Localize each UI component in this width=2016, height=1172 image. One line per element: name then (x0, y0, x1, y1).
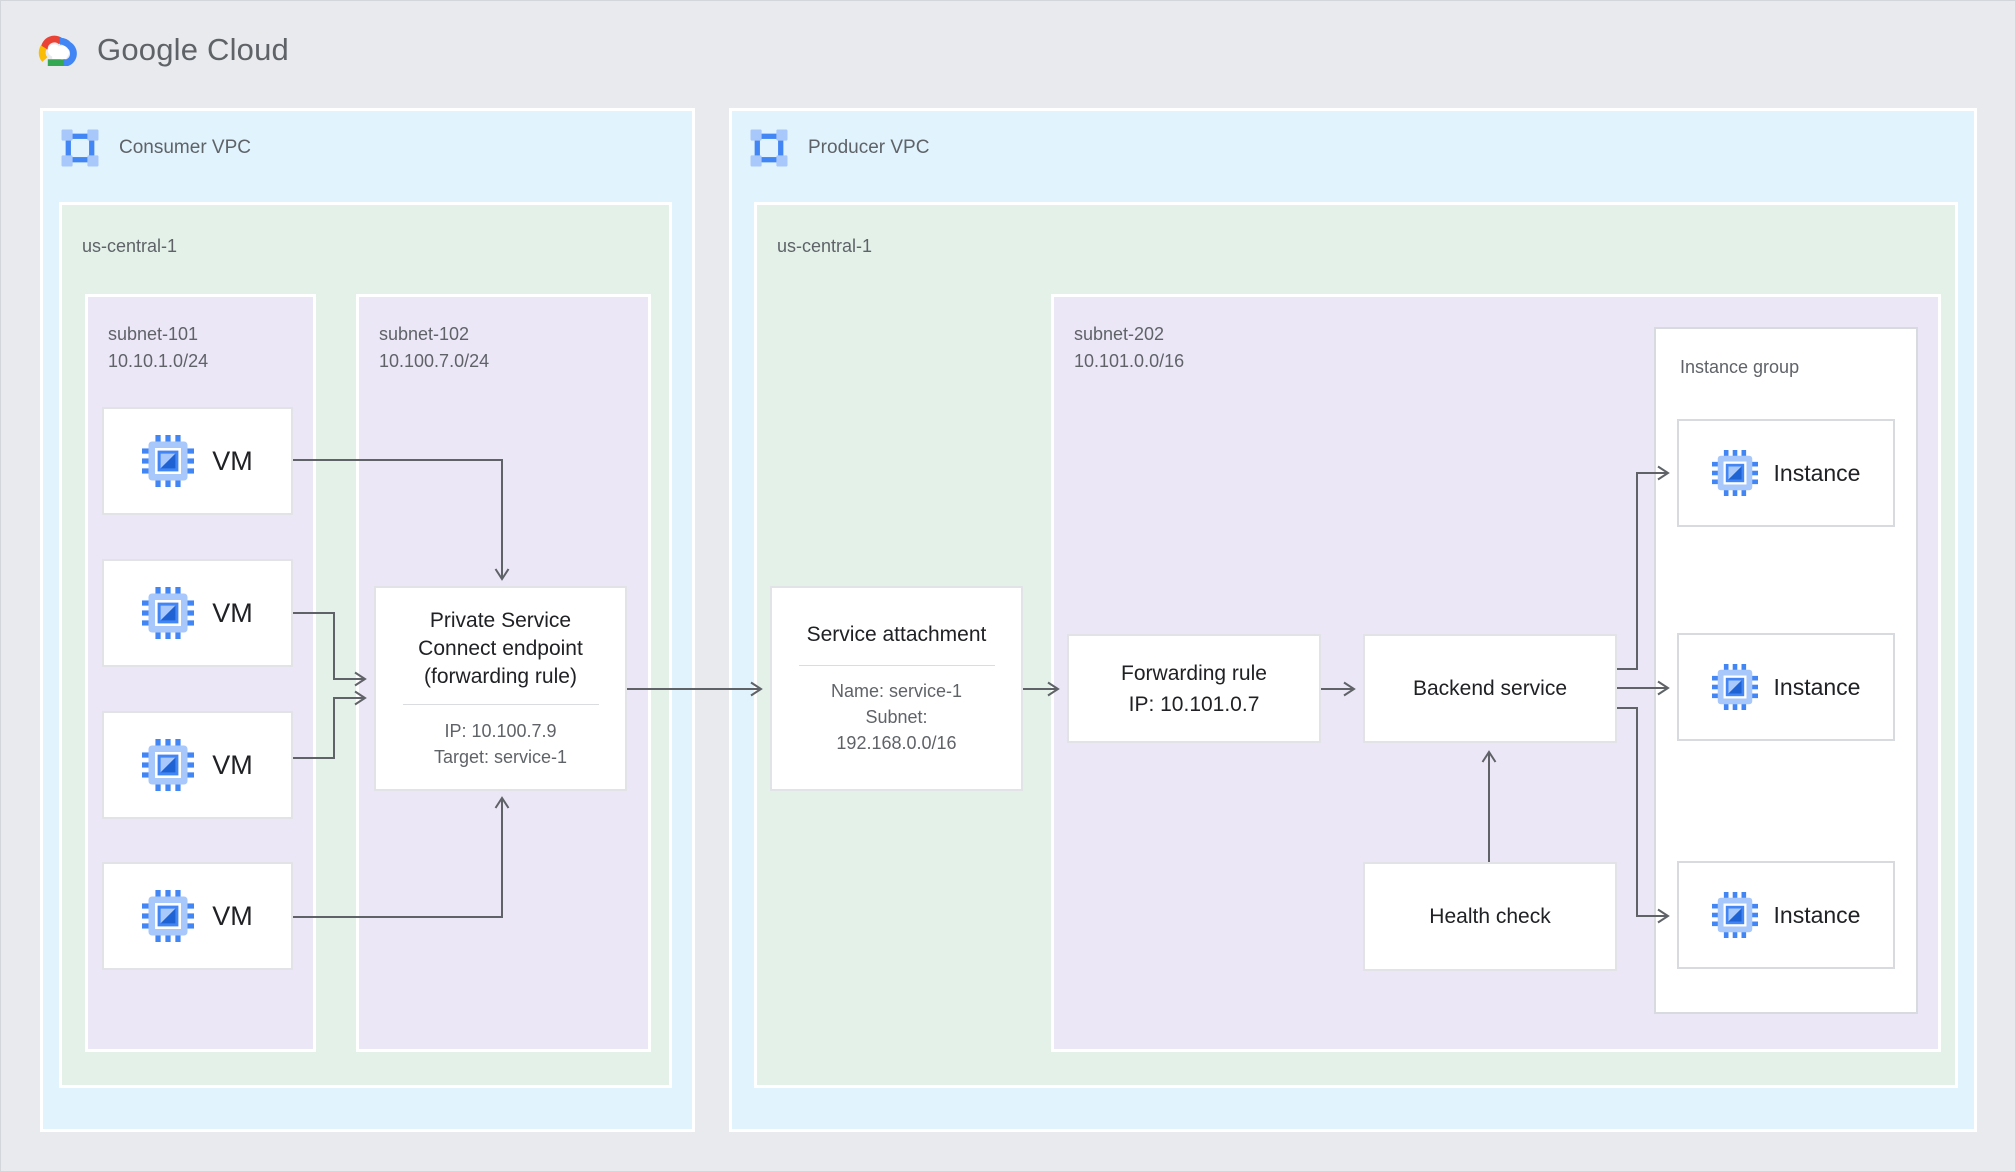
brand-wordmark: Google Cloud (97, 32, 289, 67)
forwarding-rule-node: Forwarding rule IP: 10.101.0.7 (1067, 634, 1321, 743)
vm-label: VM (212, 445, 253, 476)
compute-engine-chip-icon (142, 435, 195, 487)
instance-node-1: Instance (1677, 419, 1895, 527)
compute-engine-chip-icon (142, 739, 195, 791)
service-attachment-node: Service attachment Name: service-1 Subne… (770, 586, 1023, 791)
vm-node-3: VM (102, 711, 293, 819)
health-check-title: Health check (1429, 904, 1551, 928)
instance-label: Instance (1773, 459, 1861, 486)
forwarding-rule-title: Forwarding rule (1121, 661, 1267, 685)
vm-label: VM (212, 597, 253, 628)
vm-label: VM (212, 749, 253, 780)
consumer-vpc-label: Consumer VPC (119, 137, 251, 158)
producer-vpc-header: Producer VPC (750, 129, 929, 167)
compute-engine-chip-icon (1711, 450, 1758, 496)
subnet-202-label: subnet-202 10.101.0.0/16 (1074, 324, 1185, 371)
consumer-region-label: us-central-1 (82, 236, 178, 256)
vm-node-4: VM (102, 862, 293, 970)
subnet-102-label: subnet-102 10.100.7.0/24 (379, 324, 490, 371)
vpc-network-icon (750, 129, 788, 167)
compute-engine-chip-icon (142, 890, 195, 942)
instance-group-label: Instance group (1680, 357, 1800, 377)
compute-engine-chip-icon (1711, 892, 1758, 938)
divider (402, 704, 599, 705)
producer-vpc-label: Producer VPC (808, 137, 930, 158)
producer-region-label: us-central-1 (777, 236, 873, 256)
service-attachment-title: Service attachment (806, 623, 987, 646)
google-cloud-brand: Google Cloud (35, 27, 289, 73)
forwarding-rule-ip: IP: 10.101.0.7 (1128, 692, 1260, 716)
backend-service-node: Backend service (1363, 634, 1617, 743)
subnet-101-label: subnet-101 10.10.1.0/24 (108, 324, 209, 371)
instance-label: Instance (1773, 673, 1861, 700)
vm-node-2: VM (102, 559, 293, 667)
instance-node-2: Instance (1677, 633, 1895, 741)
compute-engine-chip-icon (142, 587, 195, 639)
consumer-vpc-header: Consumer VPC (61, 129, 251, 167)
divider (798, 665, 995, 666)
compute-engine-chip-icon (1711, 664, 1758, 710)
vpc-network-icon (61, 129, 99, 167)
service-attachment-details: Name: service-1 Subnet: 192.168.0.0/16 (830, 681, 963, 753)
health-check-node: Health check (1363, 862, 1617, 971)
instance-label: Instance (1773, 901, 1861, 928)
vm-node-1: VM (102, 407, 293, 515)
psc-endpoint-node: Private Service Connect endpoint (forwar… (374, 586, 627, 791)
vm-label: VM (212, 900, 253, 931)
psc-endpoint-title: Private Service Connect endpoint (forwar… (418, 609, 583, 688)
google-cloud-logo-icon (38, 35, 77, 66)
psc-endpoint-details: IP: 10.100.7.9 Target: service-1 (433, 721, 568, 767)
backend-service-title: Backend service (1412, 676, 1568, 700)
instance-node-3: Instance (1677, 861, 1895, 969)
